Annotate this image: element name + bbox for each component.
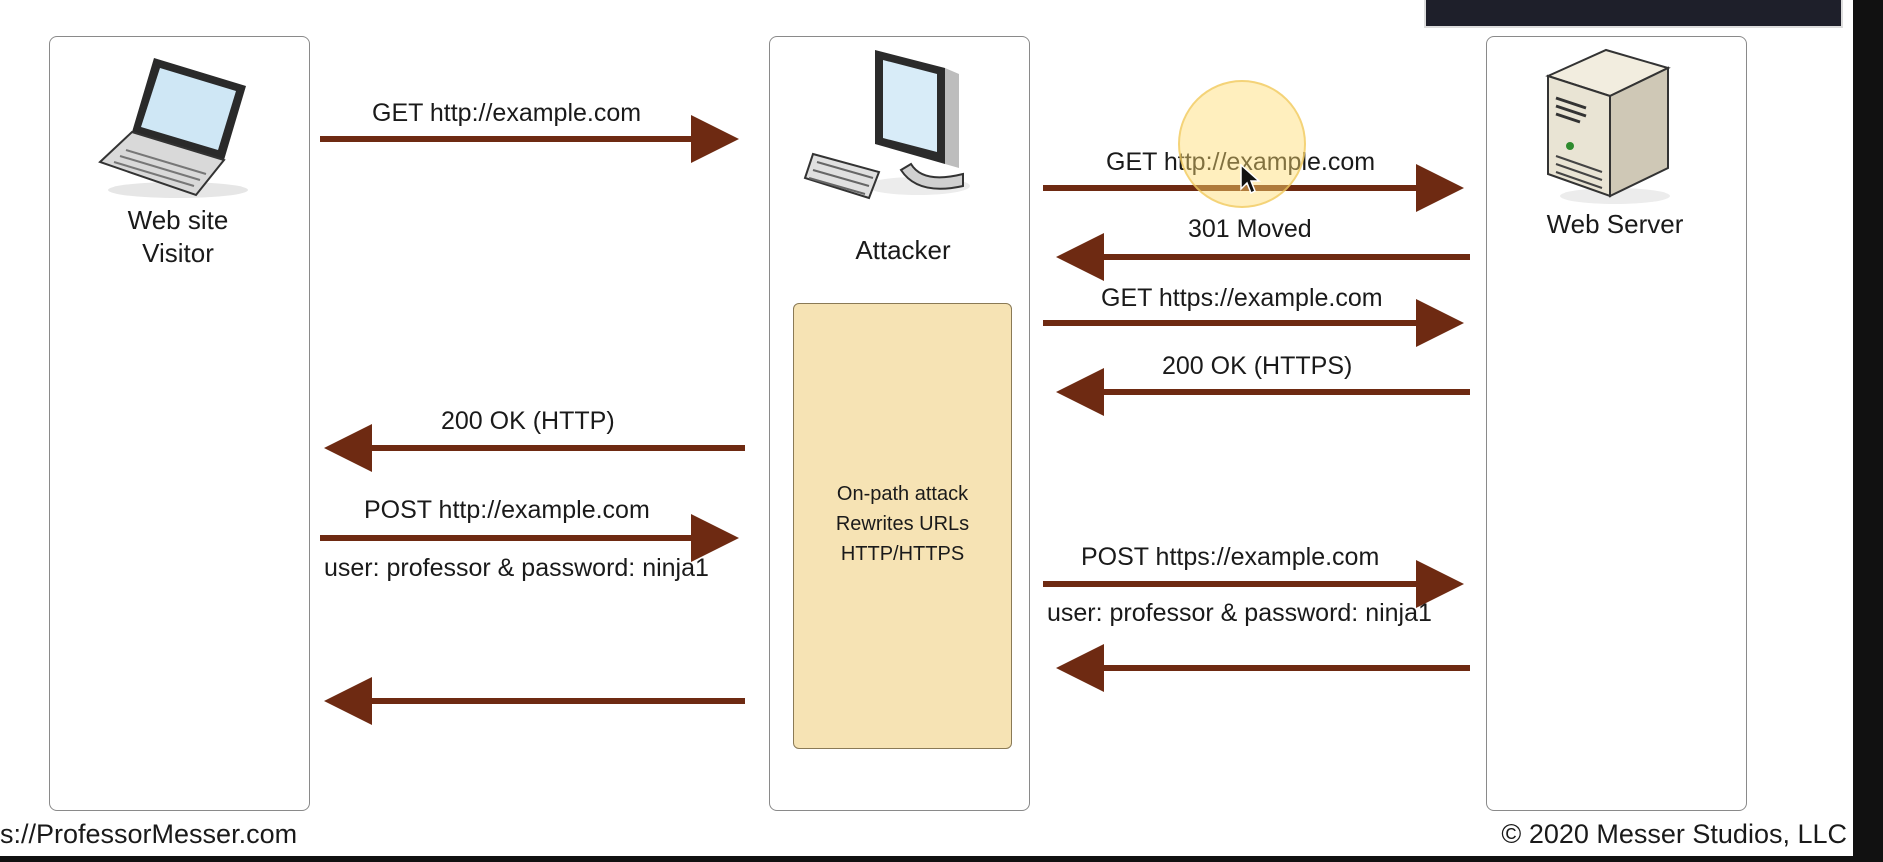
msg-post-https: POST https://example.com — [1081, 543, 1380, 571]
msg-post-https-credentials: user: professor & password: ninja1 — [1047, 599, 1432, 627]
webcam-overlay — [1424, 0, 1843, 28]
attacker-label: Attacker — [855, 235, 951, 265]
msg-200-ok-http: 200 OK (HTTP) — [441, 407, 615, 435]
server-tower-icon — [1545, 48, 1671, 204]
bottom-edge-bar — [0, 856, 1883, 862]
visitor-label: Web site Visitor — [127, 205, 229, 268]
desktop-computer-icon — [803, 50, 970, 200]
msg-get-http-visitor: GET http://example.com — [372, 99, 642, 127]
laptop-icon — [98, 58, 248, 198]
msg-get-https: GET https://example.com — [1101, 284, 1383, 312]
footer-copyright: © 2020 Messer Studios, LLC — [1501, 819, 1847, 849]
server-label: Web Server — [1546, 209, 1684, 239]
footer-url: s://ProfessorMesser.com — [0, 819, 298, 849]
msg-post-http: POST http://example.com — [364, 496, 650, 524]
msg-200-ok-https: 200 OK (HTTPS) — [1162, 352, 1353, 380]
msg-301-moved: 301 Moved — [1188, 215, 1312, 243]
attack-box-text: On-path attack Rewrites URLs HTTP/HTTPS — [835, 483, 970, 565]
msg-post-http-credentials: user: professor & password: ninja1 — [324, 554, 709, 582]
right-edge-bar — [1853, 0, 1883, 862]
mouse-cursor-icon — [1240, 164, 1261, 195]
attack-box: On-path attack Rewrites URLs HTTP/HTTPS — [793, 303, 1012, 749]
